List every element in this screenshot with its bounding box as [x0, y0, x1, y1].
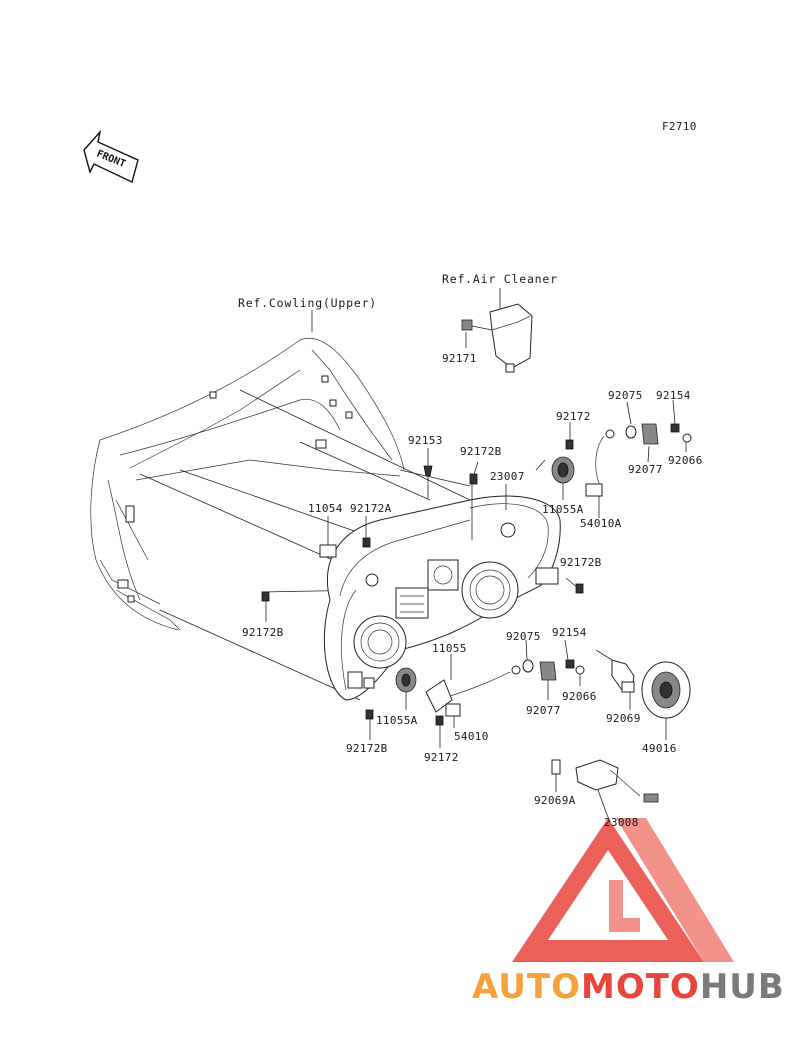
part-92077-mid: 92077 [526, 704, 561, 717]
socket-54010-icon [445, 703, 461, 717]
socket-54010A-icon [585, 483, 603, 497]
watermark-hub: HUB [700, 967, 785, 1007]
part-92154-mid: 92154 [552, 626, 587, 639]
harness-23008-icon [575, 759, 619, 791]
part-92172B-left: 92172B [242, 626, 284, 639]
screw-92172B-left-icon [261, 591, 270, 602]
watermark-moto: MOTO [581, 967, 700, 1007]
part-49016: 49016 [642, 742, 677, 755]
ref-cowling-upper: Ref.Cowling(Upper) [238, 296, 377, 310]
harness-group [551, 759, 659, 813]
screw-92154-top-icon [670, 423, 680, 433]
part-92171: 92171 [442, 352, 477, 365]
watermark-g-bar [609, 880, 640, 932]
screw-92172B-right-icon [575, 583, 584, 594]
part-92066-mid: 92066 [562, 690, 597, 703]
ref-air-cleaner: Ref.Air Cleaner [442, 272, 558, 286]
part-92172B-right: 92172B [560, 556, 602, 569]
part-54010A: 54010A [580, 517, 622, 530]
watermark-text-auto: AUTOMOTOHUB [472, 967, 785, 1007]
bulb-92077-top-icon [641, 423, 659, 445]
clip-92171 [461, 319, 473, 331]
part-92069A: 92069A [534, 794, 576, 807]
part-11055A-bottom: 11055A [376, 714, 418, 727]
cap-92066-mid-icon [575, 665, 585, 675]
watermark-triangle-stroke [616, 818, 734, 962]
cap-92066-top-icon [682, 433, 692, 443]
part-92172A: 92172A [350, 502, 392, 515]
air-cleaner-ref-part [461, 288, 533, 373]
part-11055A-top: 11055A [542, 503, 584, 516]
high-beam-socket-group [535, 423, 692, 497]
screw-92172-top-icon [565, 439, 574, 450]
part-92172-top: 92172 [556, 410, 591, 423]
low-beam-socket-group [395, 659, 585, 717]
screw-92154-mid-icon [565, 659, 575, 669]
screws [261, 439, 584, 726]
screw-92172B-bottom-icon [365, 709, 374, 720]
part-92172-bottom: 92172 [424, 751, 459, 764]
part-92154-top: 92154 [656, 389, 691, 402]
part-92172B-top: 92172B [460, 445, 502, 458]
screw-92172-bottom-icon [435, 715, 444, 726]
part-92077-top: 92077 [628, 463, 663, 476]
bracket-11054 [319, 544, 337, 558]
figure-code: F2710 [662, 120, 697, 133]
part-92066-top: 92066 [668, 454, 703, 467]
part-92075-top: 92075 [608, 389, 643, 402]
headlight-assembly-23007 [319, 495, 561, 701]
part-92153: 92153 [408, 434, 443, 447]
upper-cowling-ref [90, 310, 405, 631]
leader-lines [265, 399, 687, 823]
watermark-auto: AUTO [472, 967, 581, 1007]
part-11054: 11054 [308, 502, 343, 515]
washer-92075-mid-icon [522, 659, 534, 673]
washer-92075-top-icon [625, 425, 637, 439]
screw-92153-icon [423, 465, 433, 477]
part-92075-mid: 92075 [506, 630, 541, 643]
watermark-logo [512, 818, 734, 962]
screw-92172A-icon [362, 537, 371, 548]
part-23007: 23007 [490, 470, 525, 483]
front-arrow-icon: FRONT [83, 129, 139, 183]
part-11055: 11055 [432, 642, 467, 655]
part-54010: 54010 [454, 730, 489, 743]
part-92069: 92069 [606, 712, 641, 725]
bulb-92077-mid-icon [539, 661, 557, 681]
part-23008: 23008 [604, 816, 639, 829]
part-92172B-bottom: 92172B [346, 742, 388, 755]
watermark-triangle-inner [548, 850, 668, 940]
bulb-92069A-icon [551, 759, 561, 775]
screw-92172B-top-icon [469, 473, 478, 485]
bulb-and-cover [595, 649, 691, 719]
